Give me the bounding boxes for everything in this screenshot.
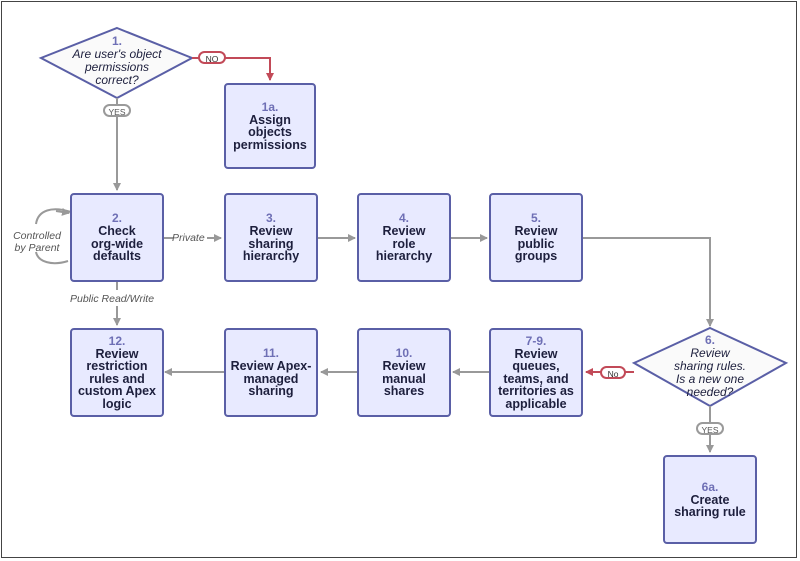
step-number: 1a.: [261, 99, 279, 114]
step-1a-box: 1a. Assign objects permissions: [224, 83, 316, 169]
step-text-line: Review: [382, 224, 426, 239]
step-text-line: Review: [249, 224, 293, 239]
decision-6-text-line: Review: [690, 346, 730, 360]
step-3-box: 3. Review sharing hierarchy: [224, 193, 318, 282]
step-text-line: Review: [95, 346, 139, 361]
edge-label-public-read-write: Public Read/Write: [70, 293, 155, 305]
step-text-line: permissions: [233, 137, 307, 152]
decision-6-text-line: needed?: [686, 385, 734, 399]
decision-6-label: 6. Review sharing rules. Is a new one ne…: [650, 334, 770, 399]
step-text-line: Assign: [249, 112, 291, 127]
step-text-line: groups: [514, 249, 558, 264]
decision-1-label: 1. Are user's object permissions correct…: [51, 35, 183, 87]
step-text-line: custom Apex: [77, 384, 157, 399]
step-text-line: public: [517, 236, 555, 251]
decision-1-number: 1.: [111, 34, 122, 48]
yes-badge-1: YES: [103, 104, 131, 117]
no-badge-6: No: [600, 366, 626, 379]
step-number: 11.: [262, 346, 280, 361]
step-text-line: Review Apex-: [230, 359, 312, 374]
step-text-line: teams, and: [503, 371, 569, 386]
edge-label-private: Private: [172, 232, 205, 244]
step-4-box: 4. Review role hierarchy: [357, 193, 451, 282]
edge-label-line: by Parent: [14, 242, 60, 254]
decision-6-text-line: sharing rules.: [673, 359, 747, 373]
step-text-line: Review: [514, 346, 558, 361]
decision-1-text-line: permissions: [84, 60, 150, 74]
step-5-box: 5. Review public groups: [489, 193, 583, 282]
yes-badge-6: YES: [696, 422, 724, 435]
decision-1-text-line: Are user's object: [72, 47, 162, 61]
step-text-line: restriction: [86, 359, 148, 374]
step-text-line: managed: [243, 371, 299, 386]
step-number: 6a.: [701, 479, 719, 494]
step-text-line: manual: [382, 371, 426, 386]
no-badge-1: NO: [198, 51, 226, 64]
step-text-line: territories as: [498, 384, 574, 399]
step-12-box: 12. Review restriction rules and custom …: [70, 328, 164, 417]
edge-label-controlled-by-parent: Controlled by Parent: [6, 230, 68, 254]
step-number: 12.: [108, 333, 126, 348]
edge-label-line: Controlled: [13, 230, 61, 242]
step-text-line: Review: [382, 359, 426, 374]
step-number: 3.: [265, 211, 276, 226]
step-6a-box: 6a. Create sharing rule: [663, 455, 757, 544]
step-text-line: Check: [98, 224, 136, 239]
edge-5-to-6: [583, 237, 714, 327]
step-text-line: sharing: [248, 236, 294, 251]
step-text-line: applicable: [505, 396, 567, 411]
step-text-line: rules and: [89, 371, 145, 386]
step-text-line: Create: [690, 492, 730, 507]
decision-6-text-line: Is a new one: [675, 372, 745, 386]
step-number: 7-9.: [525, 333, 547, 348]
step-text-line: hierarchy: [375, 249, 433, 264]
step-text-line: sharing: [248, 384, 294, 399]
step-text-line: shares: [383, 384, 425, 399]
step-11-box: 11. Review Apex- managed sharing: [224, 328, 318, 417]
step-text-line: org-wide: [90, 236, 144, 251]
step-text-line: role: [392, 236, 416, 251]
step-number: 2.: [111, 211, 122, 226]
step-number: 10.: [395, 346, 413, 361]
step-number: 5.: [530, 211, 541, 226]
step-text-line: objects: [248, 125, 292, 140]
step-text-line: defaults: [93, 249, 141, 264]
step-2-box: 2. Check org-wide defaults: [70, 193, 164, 282]
step-text-line: Review: [514, 224, 558, 239]
decision-6-number: 6.: [704, 333, 715, 347]
step-7-9-box: 7-9. Review queues, teams, and territori…: [489, 328, 583, 417]
step-number: 4.: [398, 211, 409, 226]
step-text-line: sharing rule: [674, 505, 746, 519]
step-10-box: 10. Review manual shares: [357, 328, 451, 417]
decision-1-text-line: correct?: [95, 73, 139, 87]
step-text-line: queues,: [512, 359, 560, 374]
step-text-line: logic: [102, 396, 132, 411]
step-text-line: hierarchy: [242, 249, 300, 264]
